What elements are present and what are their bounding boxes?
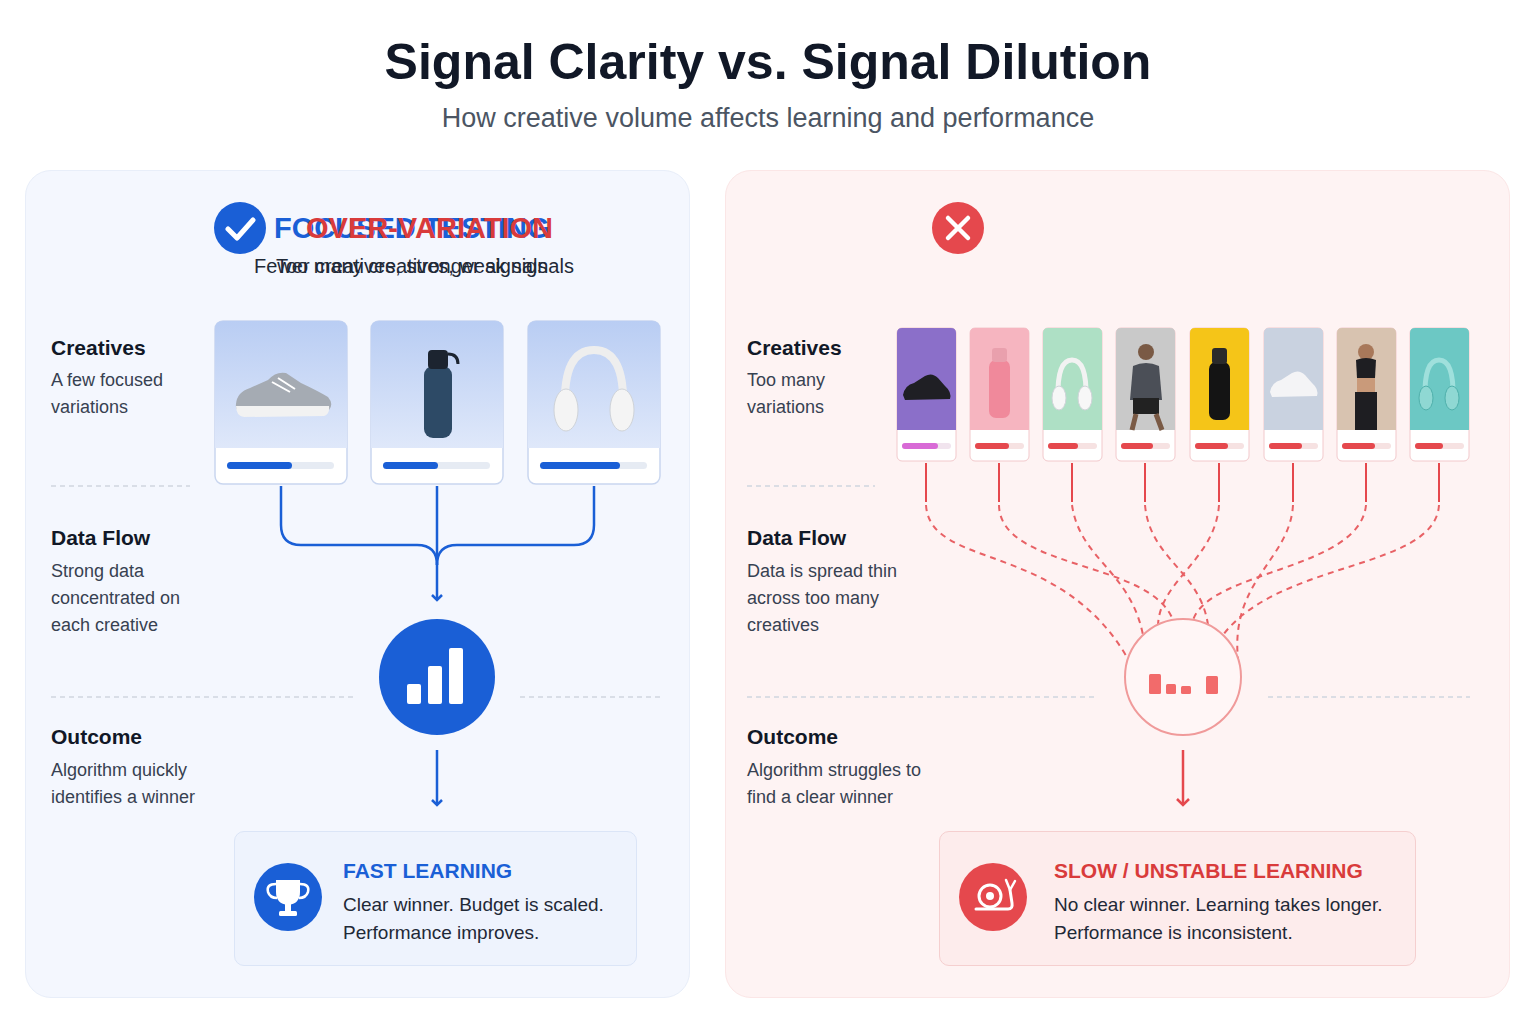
row-heading: Creatives [51, 336, 146, 360]
row-heading: Outcome [51, 725, 142, 749]
row-description: Algorithm quickly identifies a winner [51, 757, 226, 811]
node-heading: SLOW / UNSTABLE LEARNING [1054, 859, 1363, 883]
row-description: Too many variations [747, 367, 849, 421]
node-body: No clear winner. Learning takes longer. … [1054, 891, 1402, 947]
row-heading: Outcome [747, 725, 838, 749]
row-heading: Data Flow [747, 526, 846, 550]
test-panel: OVER-VARIATIONToo many creatives, weak s… [725, 170, 1510, 998]
node-heading: OVER-VARIATION [306, 212, 553, 245]
row-description: Strong data concentrated on each creativ… [51, 558, 199, 639]
row-description: Data is spread thin across too many crea… [747, 558, 915, 639]
row-description: Algorithm struggles to find a clear winn… [747, 757, 935, 811]
node-heading: FAST LEARNING [343, 859, 512, 883]
node-body: Too many creatives, weak signals [276, 255, 574, 278]
subtitle: How creative volume affects learning and… [0, 103, 1536, 134]
row-description: A few focused variations [51, 367, 183, 421]
test-panel: FOCUSED TESTINGFewer creatives, stronger… [25, 170, 690, 998]
result-box: FAST LEARNING Clear winner. Budget is sca… [234, 831, 637, 966]
result-box: SLOW / UNSTABLE LEARNING No clear winner.… [939, 831, 1416, 966]
title: Signal Clarity vs. Signal Dilution [0, 33, 1536, 91]
row-heading: Creatives [747, 336, 842, 360]
row-heading: Data Flow [51, 526, 150, 550]
node-body: Clear winner. Budget is scaled. Performa… [343, 891, 625, 947]
